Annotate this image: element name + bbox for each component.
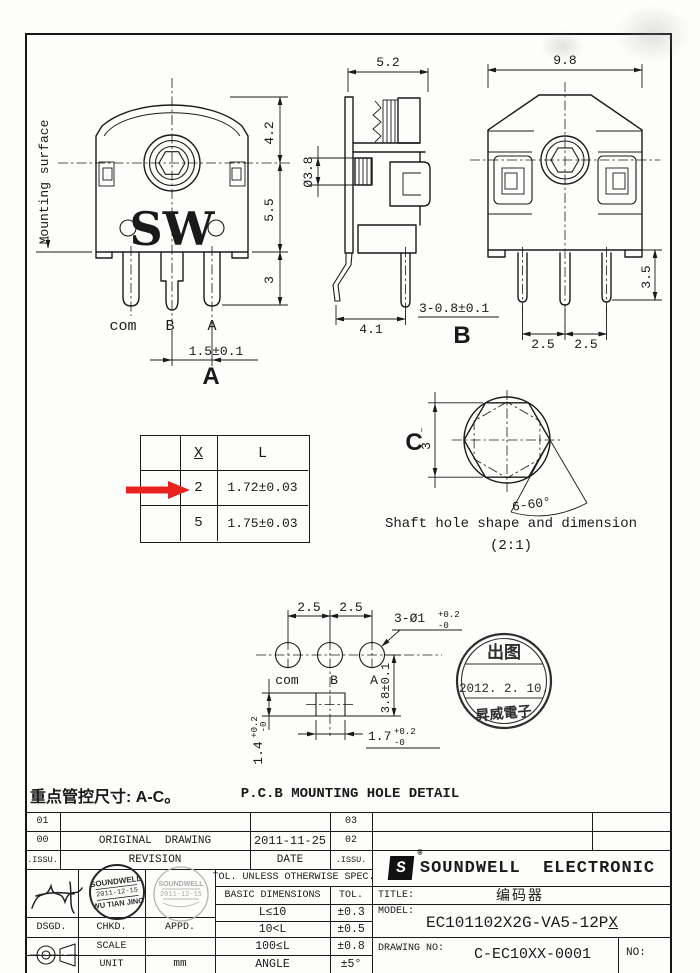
revision-text: ORIGINAL DRAWING xyxy=(98,834,212,847)
drawing-frame xyxy=(25,33,672,973)
scale-label: SCALE xyxy=(96,940,127,952)
xl-row-x: 5 xyxy=(194,515,203,531)
revision-issue-header: .ISSU. xyxy=(27,854,58,865)
title-label: TITLE: xyxy=(378,889,415,901)
grid-line xyxy=(141,505,308,507)
scan-smudge xyxy=(615,5,690,63)
grid-line xyxy=(141,470,308,472)
grid-line xyxy=(215,904,672,906)
grid-line xyxy=(145,869,147,973)
company-banner: S ® SOUNDWELL ELECTRONIC xyxy=(372,849,672,886)
scan-smudge xyxy=(540,30,585,62)
appd-label: APPD. xyxy=(164,921,195,933)
revision-issue: 01 xyxy=(36,816,49,827)
grid-line xyxy=(25,955,372,957)
revision-text xyxy=(60,812,250,831)
tolerance-dim: 10<L xyxy=(258,922,287,936)
tolerance-tol: ±0.8 xyxy=(337,939,365,953)
grid-line xyxy=(217,436,219,541)
no-label: NO: xyxy=(626,947,646,959)
soundwell-logo-icon: S ® xyxy=(387,849,422,880)
dsgd-label: DSGD. xyxy=(36,921,67,933)
revision-date xyxy=(250,812,330,831)
tolerance-tol: ±0.5 xyxy=(337,922,365,936)
tolerance-dim: ANGLE xyxy=(255,957,290,971)
grid-line xyxy=(215,869,217,973)
tolerance-dim: 100≤L xyxy=(255,939,290,953)
revision-date: 2011-11-25 xyxy=(253,833,326,848)
xl-row-l: 1.75±0.03 xyxy=(227,515,298,531)
unit-value: mm xyxy=(173,958,187,970)
grid-line xyxy=(60,812,62,869)
model-value-main: EC101102X2G-VA5-12P xyxy=(425,914,609,932)
model-value-underlined: X xyxy=(608,914,619,932)
revision-issue2: 03 xyxy=(344,816,357,827)
tolerance-dim: L≤10 xyxy=(258,906,287,919)
grid-line xyxy=(250,812,252,869)
grid-line xyxy=(592,812,594,850)
title-value: 编码器 xyxy=(496,887,544,903)
xl-row-x: 2 xyxy=(194,479,203,496)
tolerance-tol: ±0.3 xyxy=(337,906,365,919)
chkd-label: CHKD. xyxy=(96,921,127,933)
drawing-no-value: C-EC10XX-0001 xyxy=(473,945,592,963)
grid-line xyxy=(25,850,672,852)
xl-table: X L 2 1.72±0.03 5 1.75±0.03 xyxy=(140,435,310,543)
grid-line xyxy=(25,831,672,833)
xl-header-x: X xyxy=(180,436,217,470)
grid-line xyxy=(215,886,672,888)
shaft-detail-scale: (2:1) xyxy=(489,538,532,554)
logo-letter: S xyxy=(395,859,407,877)
grid-line xyxy=(372,812,374,973)
revision-issue: 00 xyxy=(36,835,49,846)
tolerance-tol: ±5° xyxy=(340,957,362,971)
tolerance-col-dim: BASIC DIMENSIONS xyxy=(224,889,321,901)
revision-issue2-header: .ISSU. xyxy=(335,854,367,865)
grid-line xyxy=(618,937,620,973)
model-label: MODEL: xyxy=(378,905,415,917)
grid-line xyxy=(215,921,372,923)
unit-label: UNIT xyxy=(99,958,124,970)
grid-line xyxy=(78,869,80,973)
grid-line xyxy=(25,812,672,814)
tolerance-title: TOL. UNLESS OTHERWISE SPEC. xyxy=(212,872,375,883)
xl-header-x-text: X xyxy=(193,444,203,462)
revision-issue2: 02 xyxy=(344,835,357,846)
xl-row-l: 1.72±0.03 xyxy=(227,480,298,495)
grid-line xyxy=(330,812,332,869)
registered-mark: ® xyxy=(417,849,423,858)
grid-line xyxy=(25,937,672,939)
grid-line xyxy=(330,886,332,973)
shaft-detail-caption: Shaft hole shape and dimension xyxy=(384,516,638,532)
xl-header-l: L xyxy=(257,444,267,462)
company-name: SOUNDWELL ELECTRONIC xyxy=(419,858,656,878)
tolerance-col-tol: TOL. xyxy=(338,889,363,901)
revision-header: REVISION xyxy=(128,853,182,866)
pcb-detail-caption: P.C.B MOUNTING HOLE DETAIL xyxy=(240,786,460,802)
key-dimensions-note: 重点管控尺寸: A-C。 xyxy=(30,789,181,806)
revision-date-header: DATE xyxy=(276,853,304,866)
drawing-no-label: DRAWING NO: xyxy=(378,942,445,954)
